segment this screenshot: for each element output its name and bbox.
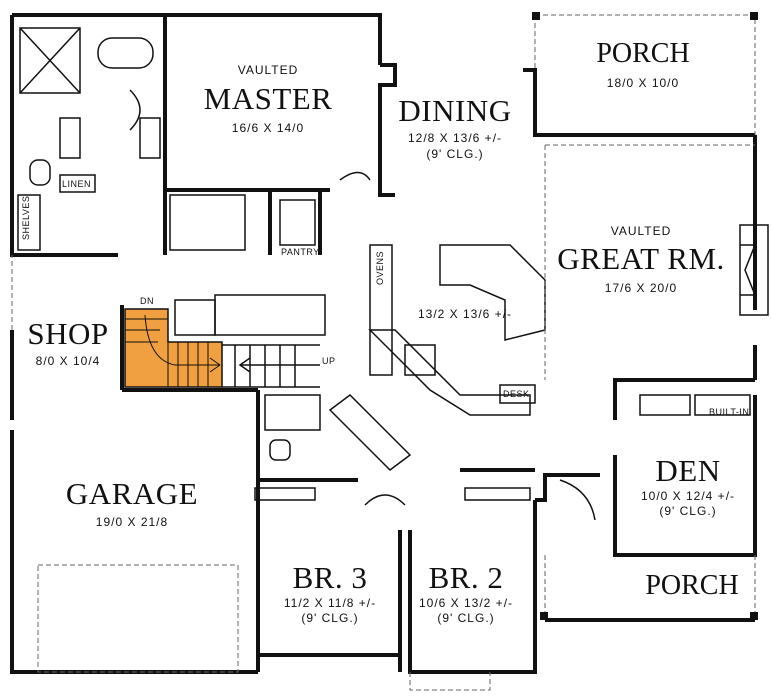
great-room-name: GREAT RM. xyxy=(557,241,725,276)
pantry-label: PANTRY xyxy=(281,247,320,257)
built-in-label: BUILT-IN xyxy=(709,407,750,417)
den-ceiling: (9' CLG.) xyxy=(659,504,717,518)
master-name: MASTER xyxy=(203,81,333,116)
stair-up-label: UP xyxy=(322,356,336,366)
fireplace-icon xyxy=(739,224,769,316)
porch-top-name: PORCH xyxy=(596,38,690,69)
den-size: 10/0 X 12/4 +/- xyxy=(640,489,736,503)
kitchen-size: 13/2 X 13/6 +/- xyxy=(417,307,513,321)
br3-name: BR. 3 xyxy=(292,560,368,595)
dining-size: 12/8 X 13/6 +/- xyxy=(407,131,503,145)
linen-label: LINEN xyxy=(62,179,92,189)
stair-dn-label: DN xyxy=(140,296,154,306)
br3-ceiling: (9' CLG.) xyxy=(301,611,359,625)
ovens-label: OVENS xyxy=(375,250,385,285)
shop-size: 8/0 X 10/4 xyxy=(35,354,101,368)
porch-bottom-name: PORCH xyxy=(645,570,739,601)
master-size: 16/6 X 14/0 xyxy=(231,121,305,135)
desk-label: DESK xyxy=(503,389,530,399)
br2-ceiling: (9' CLG.) xyxy=(437,611,495,625)
stair-highlight xyxy=(124,308,223,388)
den-name: DEN xyxy=(655,453,721,488)
br2-size: 10/6 X 13/2 +/- xyxy=(418,596,514,610)
shelves-label: SHELVES xyxy=(21,195,31,240)
porch-top-size: 18/0 X 10/0 xyxy=(606,76,680,90)
master-note: VAULTED xyxy=(237,63,299,77)
br2-name: BR. 2 xyxy=(428,560,504,595)
great-room-size: 17/6 X 20/0 xyxy=(604,281,678,295)
dining-name: DINING xyxy=(398,93,512,128)
garage-name: GARAGE xyxy=(65,476,199,511)
great-room-note: VAULTED xyxy=(610,224,672,238)
posts xyxy=(532,12,758,620)
interior-lines xyxy=(17,27,751,521)
shop-name: SHOP xyxy=(27,316,109,351)
dining-ceiling: (9' CLG.) xyxy=(426,147,484,161)
garage-size: 19/0 X 21/8 xyxy=(95,515,169,529)
br3-size: 11/2 X 11/8 +/- xyxy=(283,596,377,610)
